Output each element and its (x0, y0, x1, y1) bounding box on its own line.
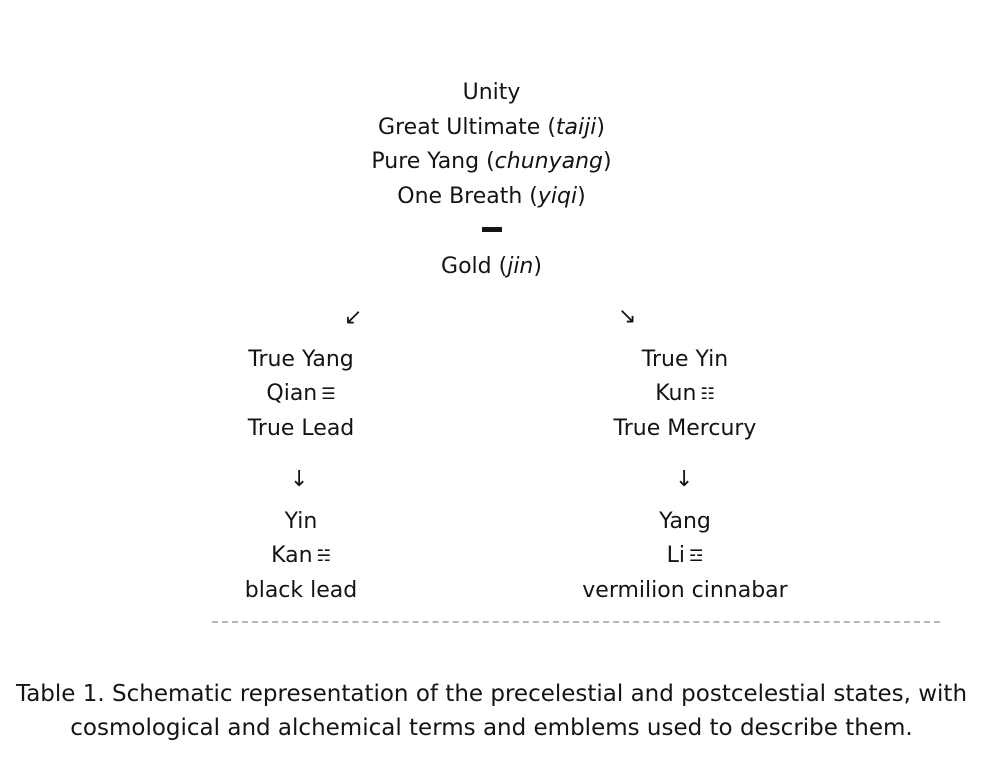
yin-label: Yin (284, 509, 318, 534)
jin-term: jin (507, 254, 534, 279)
caption-line-1: Table 1. Schematic representation of the… (15, 681, 968, 707)
diagonal-left-arrow-icon: ↙ (344, 305, 363, 330)
chunyang-term: chunyang (494, 149, 604, 174)
qian-label: Qian☰ (266, 381, 336, 406)
taiji-term: taiji (555, 115, 597, 140)
yang-label: Yang (659, 509, 711, 534)
kun-label: Kun☷ (655, 381, 715, 406)
unity-label: Unity (462, 80, 521, 105)
gold-label: Gold (jin) (441, 254, 542, 279)
down-arrow-left-icon: ↓ (290, 467, 309, 492)
kun-trigram-icon: ☷ (700, 384, 715, 403)
diagonal-right-arrow-icon: ↘ (618, 304, 637, 329)
li-trigram-icon: ☲ (689, 546, 704, 565)
true-yang-label: True Yang (248, 347, 354, 372)
pure-yang-label: Pure Yang (chunyang) (371, 149, 612, 174)
yang-line-bar (482, 227, 502, 232)
one-breath-label: One Breath (yiqi) (397, 184, 586, 209)
kan-trigram-icon: ☵ (316, 546, 331, 565)
black-lead-label: black lead (244, 578, 358, 603)
qian-trigram-icon: ☰ (321, 384, 336, 403)
down-arrow-right-icon: ↓ (675, 467, 694, 492)
true-lead-label: True Lead (247, 416, 355, 441)
kan-label: Kan☵ (271, 543, 331, 568)
caption-line-2: cosmological and alchemical terms and em… (70, 715, 913, 741)
vermilion-cinnabar-label: vermilion cinnabar (582, 578, 788, 603)
true-yin-label: True Yin (641, 347, 729, 372)
great-ultimate-label: Great Ultimate (taiji) (378, 115, 605, 140)
li-label: Li☲ (666, 543, 704, 568)
true-mercury-label: True Mercury (613, 416, 757, 441)
divider-rule (212, 621, 940, 623)
yiqi-term: yiqi (537, 184, 578, 209)
